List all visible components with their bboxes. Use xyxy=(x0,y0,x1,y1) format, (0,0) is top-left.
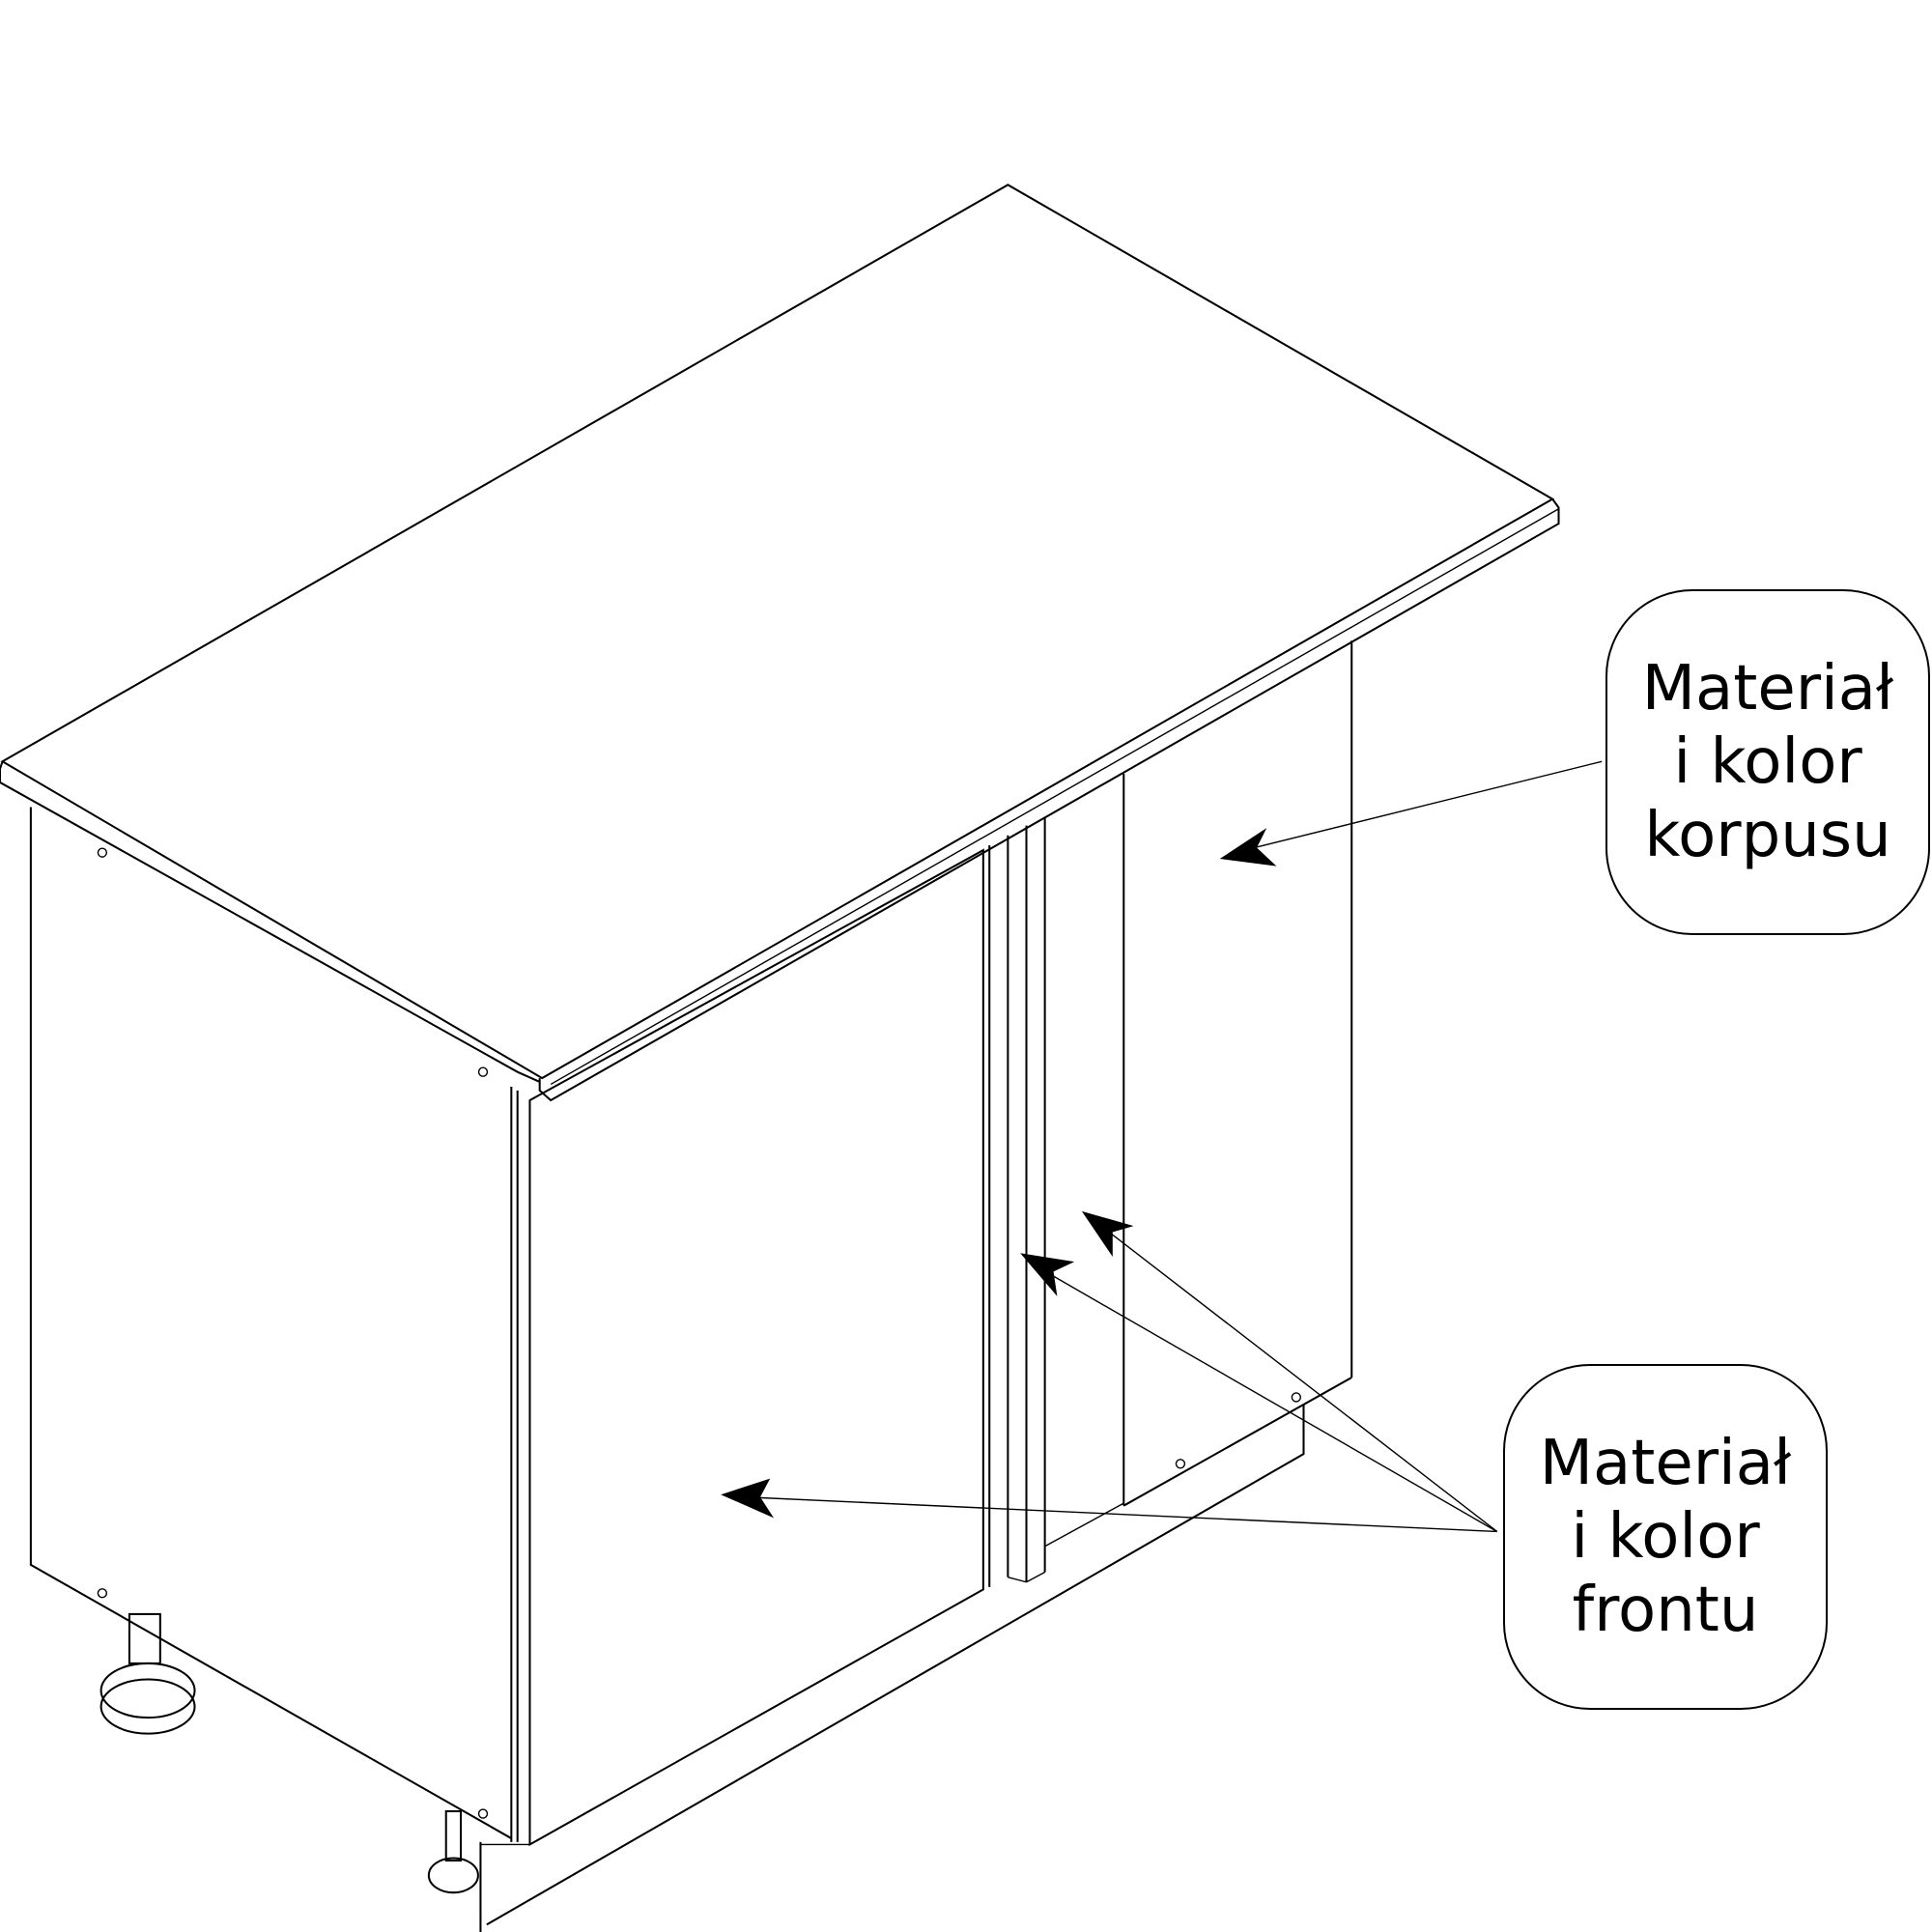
callout-body-line2: i kolor xyxy=(1673,726,1862,798)
callout-front-line1: Materiał xyxy=(1539,1428,1792,1499)
front-door-right xyxy=(1044,640,1353,1548)
leveling-feet xyxy=(99,1612,479,1894)
front-door-left xyxy=(516,848,984,1847)
pointer-arrows xyxy=(721,760,1603,1533)
callout-front-line3: frontu xyxy=(1572,1575,1759,1646)
worktop xyxy=(0,184,1560,1102)
front-middle-strips xyxy=(988,816,1046,1587)
cabinet-side-panel xyxy=(29,807,513,1842)
callout-front-line2: i kolor xyxy=(1571,1501,1760,1573)
plinth xyxy=(479,1405,1305,1932)
callout-body-line1: Materiał xyxy=(1641,653,1894,724)
callout-front-material: Materiał i kolor frontu xyxy=(1503,1364,1828,1710)
callout-body-line3: korpusu xyxy=(1644,800,1891,871)
callout-body-material: Materiał i kolor korpusu xyxy=(1605,589,1930,935)
